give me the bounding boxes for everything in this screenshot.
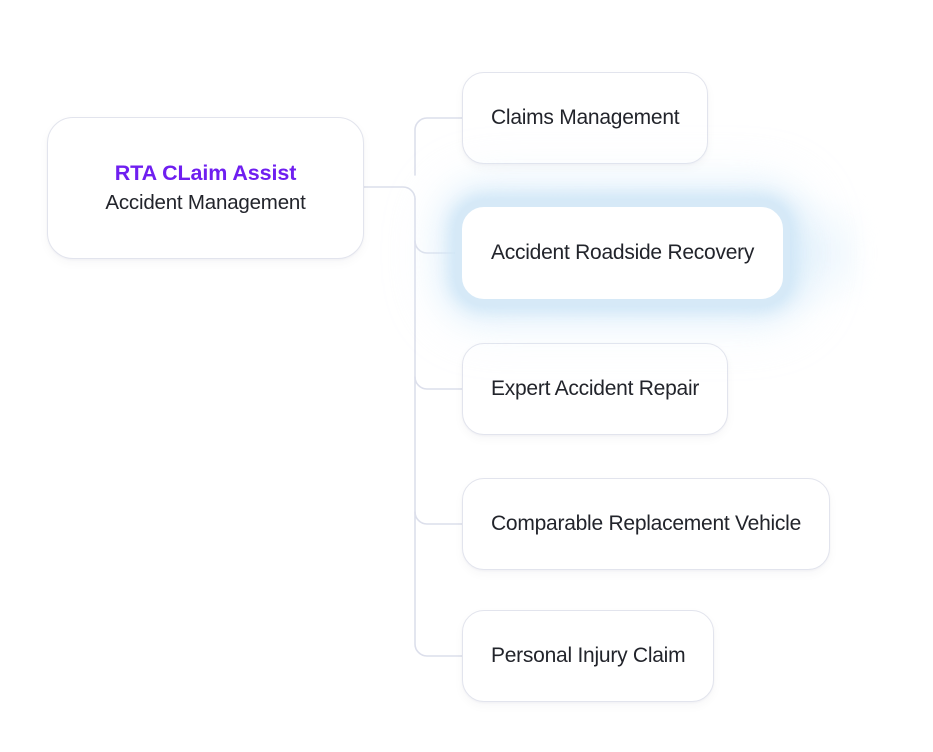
node-expert-accident-repair[interactable]: Expert Accident Repair — [462, 343, 729, 435]
root-node-subtitle: Accident Management — [105, 191, 306, 215]
connector-root-stub — [363, 186, 416, 200]
root-node-title: RTA CLaim Assist — [114, 161, 297, 186]
connector-trunk-upper — [414, 117, 463, 176]
connector-branch-1 — [414, 240, 463, 254]
node-label: Expert Accident Repair — [491, 377, 700, 401]
node-personal-injury-claim[interactable]: Personal Injury Claim — [462, 610, 715, 702]
connector-branch-3 — [414, 511, 463, 525]
node-comparable-replacement-vehicle[interactable]: Comparable Replacement Vehicle — [462, 478, 831, 570]
node-label: Personal Injury Claim — [491, 644, 686, 668]
node-claims-management[interactable]: Claims Management — [462, 72, 709, 164]
root-node[interactable]: RTA CLaim Assist Accident Management — [47, 117, 364, 259]
node-label: Accident Roadside Recovery — [491, 241, 755, 265]
node-label: Claims Management — [491, 106, 680, 130]
node-label: Comparable Replacement Vehicle — [491, 512, 802, 536]
connector-trunk-lower — [414, 198, 463, 657]
connector-branch-2 — [414, 376, 463, 390]
node-accident-roadside-recovery[interactable]: Accident Roadside Recovery — [462, 207, 784, 299]
